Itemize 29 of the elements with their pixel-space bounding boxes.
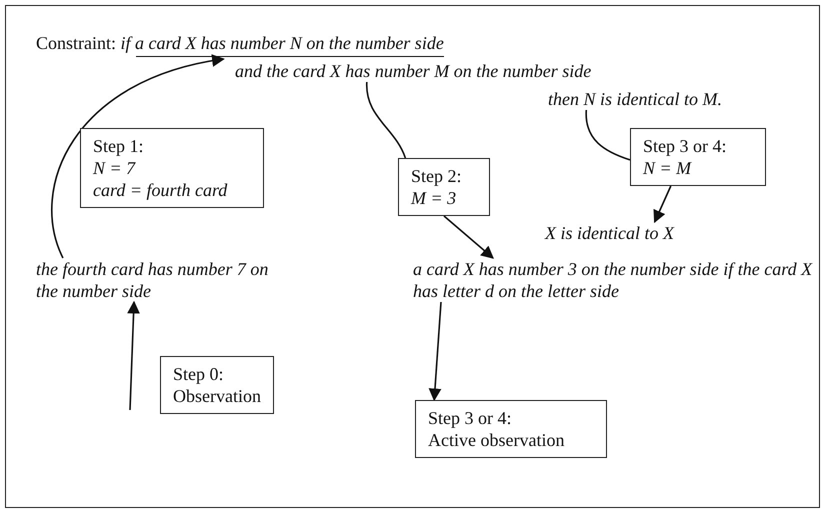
step-title: Step 0:	[173, 363, 225, 385]
statement-text: X is identical to X	[545, 222, 674, 244]
connector-line	[585, 110, 630, 161]
arrow	[428, 302, 442, 402]
step-title: Step 1:	[93, 135, 145, 157]
step-title: Step 2:	[411, 165, 463, 187]
step-text: card = fourth card	[93, 179, 228, 201]
step-text: N = 7	[93, 157, 137, 179]
step-box	[80, 128, 264, 208]
arrow	[51, 54, 225, 258]
step-text: Observation	[173, 385, 261, 407]
step-box	[630, 128, 766, 186]
step-title: Step 3 or 4:	[428, 407, 512, 429]
constraint-line: then N is identical to M.	[548, 88, 722, 110]
statement-text: a card X has number 3 on the number side if the card X has letter d on the letter side	[413, 258, 813, 302]
constraint-line: and the card X has number M on the number side	[235, 60, 592, 82]
step-box	[160, 356, 274, 414]
step-box	[415, 400, 607, 458]
arrow	[127, 300, 140, 410]
step-box	[398, 158, 490, 216]
step-text: Active observation	[428, 429, 566, 451]
arrow	[654, 186, 672, 224]
statement-text: the fourth card has number 7 on the number side	[36, 258, 281, 302]
step-text: M = 3	[411, 187, 458, 209]
step-text: N = M	[643, 157, 693, 179]
constraint-text: Constraint: if a card X has number N on the number side	[36, 32, 444, 59]
arrow	[443, 215, 494, 259]
step-title: Step 3 or 4:	[643, 135, 728, 157]
connector-line	[366, 82, 406, 158]
